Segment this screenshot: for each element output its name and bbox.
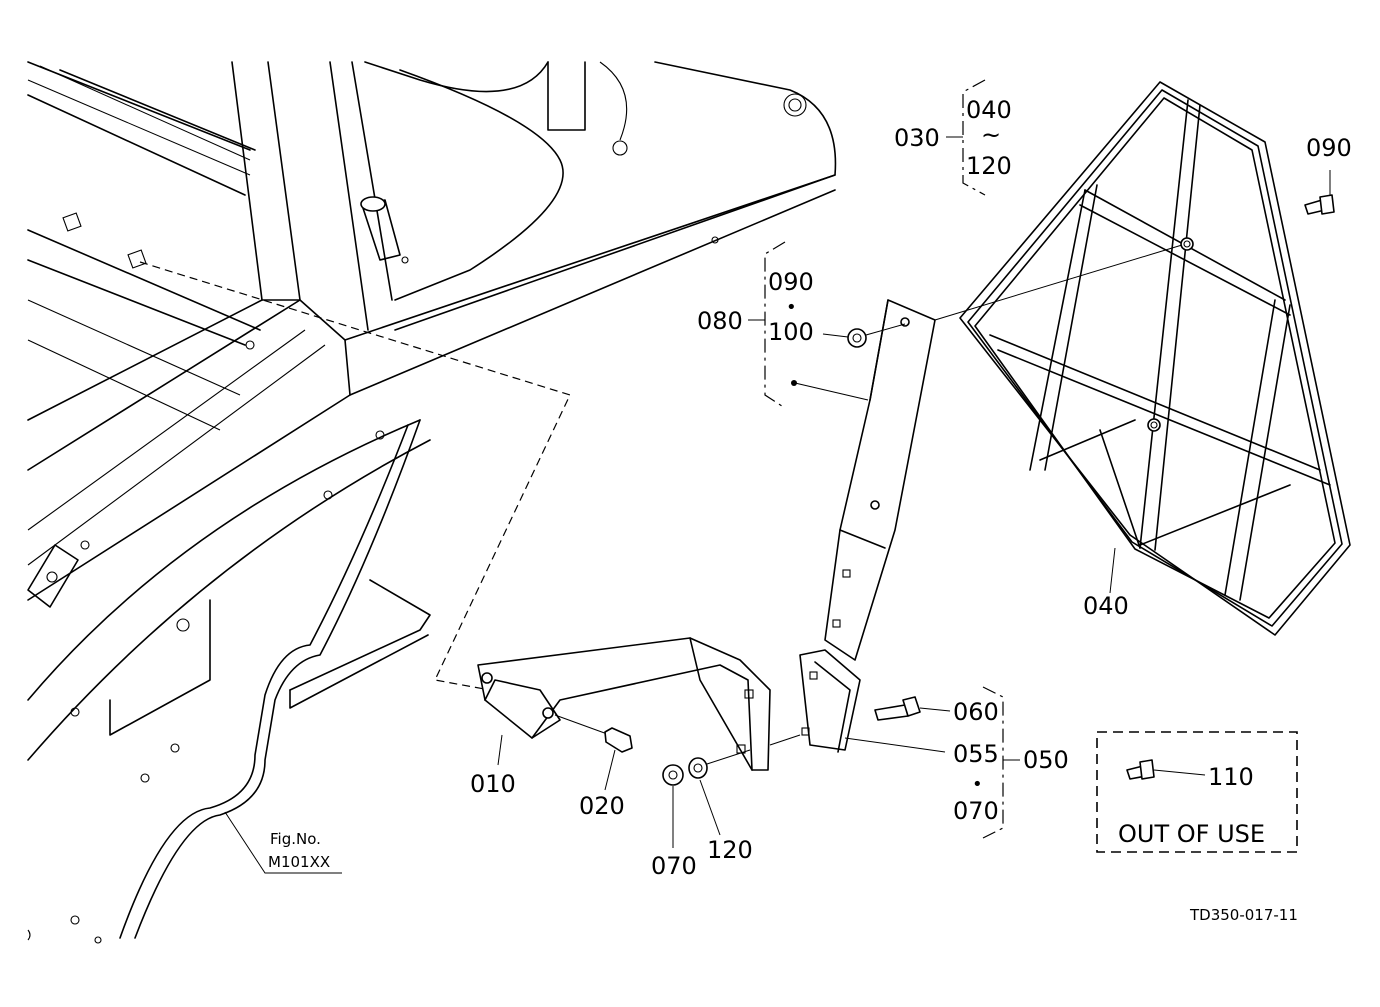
label-060: 060 [953,698,999,726]
out-of-use-box: OUT OF USE [1096,731,1298,853]
stay-080 [791,299,936,661]
nut-100 [822,323,906,348]
label-055: 055 [953,740,999,768]
label-010: 010 [470,770,516,798]
bolt-060 [874,696,951,721]
label-110: 110 [1208,763,1254,791]
machine-frame [27,61,837,944]
label-070-a: 070 [953,797,999,825]
label-020: 020 [579,792,625,820]
label-090-a: 090 [768,268,814,296]
screw-090 [1304,170,1335,215]
label-040-range-start: 040 [966,96,1012,124]
label-030: 030 [894,124,940,152]
label-040-range-end: 120 [966,152,1012,180]
label-080: 080 [697,307,743,335]
label-040: 040 [1083,592,1129,620]
label-dot-080: • [786,297,797,318]
callout-lines [497,79,1116,848]
fig-ref-line2: M101XX [268,853,330,871]
part-labels: 010 020 030 040 ~ 120 040 050 055 • 070 … [470,96,1352,880]
label-dot-050: • [972,774,983,795]
bolt-020 [554,714,633,753]
fig-reference: Fig.No. M101XX [224,811,342,874]
washer-120 [688,749,751,779]
nut-070 [662,764,684,786]
bracket-010 [477,637,801,771]
label-070-b: 070 [651,852,697,880]
label-120: 120 [707,836,753,864]
out-of-use-label: OUT OF USE [1118,820,1265,848]
mounting-guide-line [139,261,571,691]
label-090-b: 090 [1306,134,1352,162]
clamp-055 [799,649,946,753]
label-100: 100 [768,318,814,346]
label-050: 050 [1023,746,1069,774]
drawing-id: TD350-017-11 [1189,906,1298,924]
fig-ref-line1: Fig.No. [270,830,321,848]
reflector-040 [934,81,1351,636]
label-040-range-tilde: ~ [981,121,1001,149]
